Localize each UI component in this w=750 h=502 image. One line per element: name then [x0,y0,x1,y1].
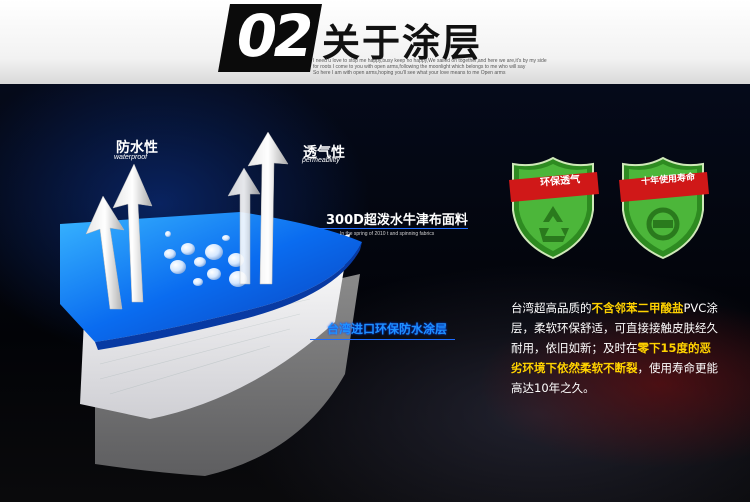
desc-part-1: 台湾超高品质的 [511,301,592,315]
refresh-icon [646,207,680,241]
desc-highlight-1: 不含邻苯二甲酸盐 [591,301,684,315]
tagline-line-1: I need u love to stop me happy,busy keep… [313,58,547,64]
coating-description: 台湾超高品质的不含邻苯二甲酸盐PVC涂层，柔软环保舒适，可直接接触皮肤经久耐用，… [511,298,721,398]
fabric-leader-line [318,228,468,229]
coating-leader-line [310,339,455,340]
fabric-layer-label: 300D超泼水牛津布面料 [326,213,468,228]
fabric-layer-sublabel: In the spring of 2010 t and spinning fab… [340,231,435,237]
waterproof-label-en: waterproof [114,154,148,161]
badge-eco-breathable [509,156,599,260]
desc-part-2: PVC涂层，柔软环保舒适，可直接接触皮肤经久耐用，依旧如新；及时在 [511,301,718,355]
badge-ten-year-life [619,156,709,260]
header-band: 02 关于涂层 I need u love to stop me happy,b… [0,0,750,84]
breathable-label-en: permeability [302,157,340,164]
coating-layer-label: 台湾进口环保防水涂层 [327,322,448,336]
desc-part-3: ，使用寿命更能高达10年之久。 [511,361,718,395]
tagline-line-2: for roots I come to you with open arms,f… [313,64,526,70]
refresh-icon-bar [653,220,673,228]
waterproof-label: 防水性 [116,140,158,156]
breathable-arrows [227,131,289,285]
desc-highlight-2: 零下15度的恶劣环境下依然柔软不断裂 [511,341,712,375]
breathable-label: 透气性 [303,145,345,161]
tagline-line-3: So here I am with open arms,hoping you'l… [313,70,506,76]
section-title: 关于涂层 [322,21,483,65]
waterproof-arrows [85,163,153,310]
recycle-icon [539,206,569,242]
fabric-layers-illustration [60,131,709,476]
section-number: 02 [230,2,316,70]
